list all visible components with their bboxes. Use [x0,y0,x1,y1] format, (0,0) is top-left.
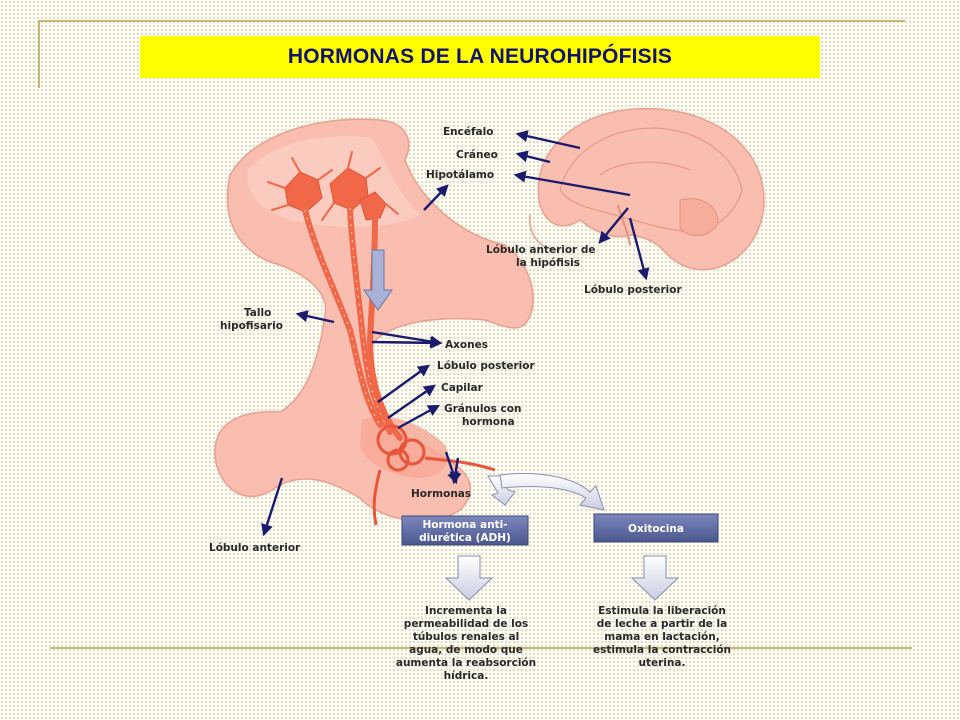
label-craneo: Cráneo [456,149,498,161]
label-tallo-2: hipofisario [220,320,283,332]
label-capilar: Capilar [441,382,484,394]
label-lobulo-posterior-brain: Lóbulo posterior [584,284,682,296]
oxitocina-box: Oxitocina [593,513,719,543]
adh-effect-line-2: permeabilidad de los [404,618,528,630]
oxitocina-effect-text: Estimula la liberación de leche a partir… [593,605,731,669]
label-granulos-2: hormona [462,416,515,428]
adh-effect-line-1: Incrementa la [425,605,507,617]
neuron-cells [267,151,496,526]
label-hipotalamo: Hipotálamo [426,169,494,181]
label-encefalo: Encéfalo [443,126,493,138]
frame-left-line [38,20,40,88]
oxitocina-effect-line-4: estimula la contracción [593,644,731,656]
adh-effect-line-6: hídrica. [444,670,489,682]
adh-effect-line-3: túbulos renales al [413,631,519,643]
label-granulos-1: Gránulos con [444,403,521,415]
adh-effect-text: Incrementa la permeabilidad de los túbul… [396,605,536,682]
adh-box: Hormona anti- diurética (ADH) [401,515,529,546]
label-lobulo-anterior-hipofisis-2: la hipófisis [516,257,580,269]
frame-top-line [40,20,905,22]
flow-arrow-down [363,249,393,311]
frame-bottom-line [50,647,912,649]
oxitocina-effect-line-1: Estimula la liberación [598,605,726,617]
pointer-arrows [261,130,650,537]
oxitocina-effect-line-5: uterina. [639,657,686,669]
page-title: HORMONAS DE LA NEUROHIPÓFISIS [287,45,673,68]
label-hormonas: Hormonas [411,488,471,500]
label-tallo-1: Tallo [244,307,271,319]
adh-box-line-1: Hormona anti- [422,519,507,531]
label-axones: Axones [445,339,488,351]
title-banner: HORMONAS DE LA NEUROHIPÓFISIS [140,36,820,78]
flow-arrow-adh-effect [444,555,494,601]
adh-effect-line-5: aumenta la reabsorción [396,657,536,669]
flow-arrow-oxitocina-effect [630,555,680,601]
oxitocina-effect-line-2: de leche a partir de la [597,618,727,630]
label-lobulo-anterior-hipofisis-1: Lóbulo anterior de [486,244,596,256]
flow-arrow-to-oxitocina [499,473,605,511]
oxitocina-effect-line-3: mama en lactación, [604,631,719,643]
oxitocina-box-label: Oxitocina [628,523,684,535]
adh-box-line-2: diurética (ADH) [419,532,511,544]
adh-effect-line-4: agua, de modo que [409,644,523,656]
label-lobulo-posterior: Lóbulo posterior [437,360,535,372]
label-lobulo-anterior: Lóbulo anterior [209,542,301,554]
